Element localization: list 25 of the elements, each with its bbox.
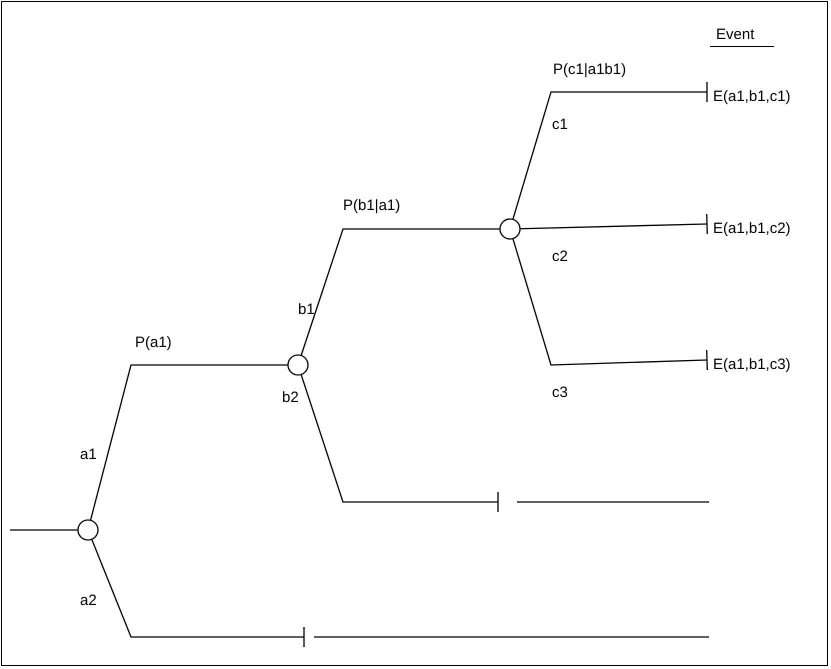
event-label: E(a1,b1,c1) xyxy=(713,88,791,106)
branch-line xyxy=(10,529,78,531)
event-label: E(a1,b1,c2) xyxy=(713,220,791,238)
edge-label: c2 xyxy=(552,248,568,266)
probability-label: P(c1|a1b1) xyxy=(553,61,626,79)
edge-label: a2 xyxy=(80,592,97,610)
edge-label: a1 xyxy=(80,446,97,464)
edge-label: c1 xyxy=(552,116,568,134)
branch-line-with-end-bar xyxy=(512,238,708,371)
chance-node-circle xyxy=(499,218,521,240)
event-label: E(a1,b1,c3) xyxy=(713,356,791,374)
edge-label: b1 xyxy=(298,301,315,319)
edge-label: b2 xyxy=(282,389,299,407)
column-heading: Event xyxy=(710,26,774,47)
branch-line xyxy=(90,364,288,520)
branch-line-with-end-bar xyxy=(520,213,708,235)
chance-node-circle xyxy=(287,354,309,376)
chance-node-circle xyxy=(77,519,99,541)
branch-line xyxy=(300,228,500,356)
edge-label: c3 xyxy=(552,384,568,402)
branch-line-with-end-bar xyxy=(512,81,708,220)
branch-line-with-end-bar xyxy=(91,539,305,648)
branch-line-with-end-bar xyxy=(300,374,499,513)
probability-label: P(a1) xyxy=(135,334,172,352)
probability-label: P(b1|a1) xyxy=(343,197,400,215)
